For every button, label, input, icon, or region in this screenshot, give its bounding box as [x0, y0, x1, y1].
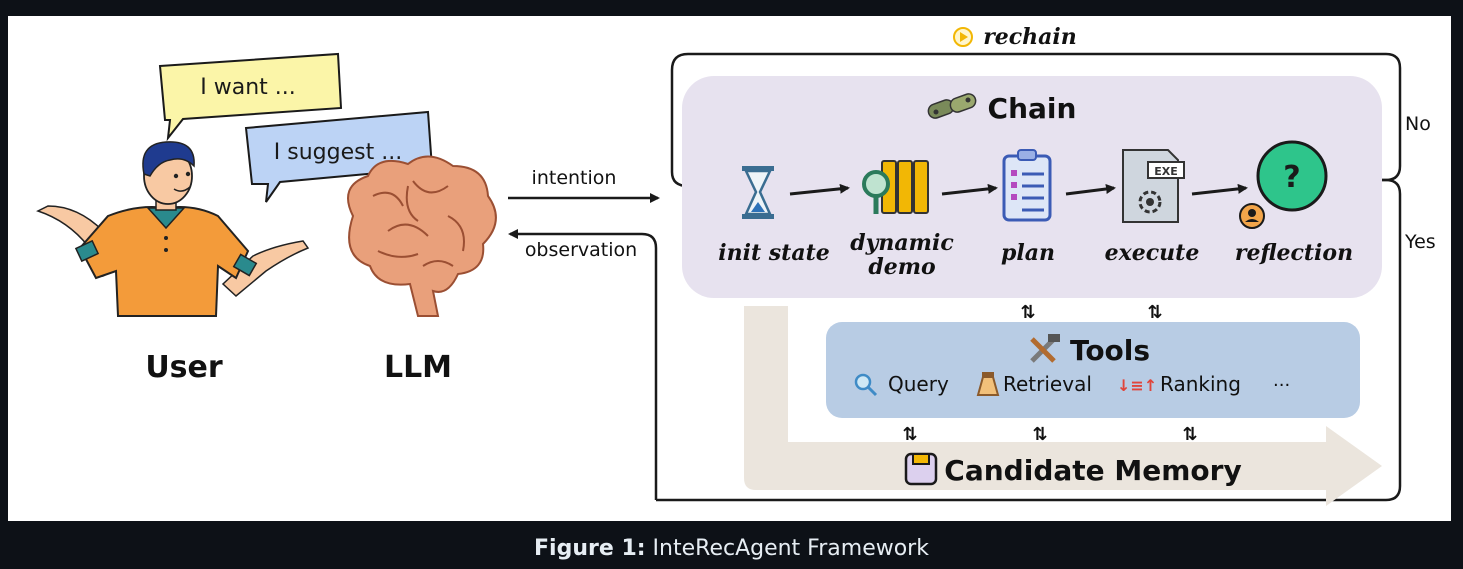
caption-text: InteRecAgent Framework — [652, 536, 929, 561]
question-bubble-icon: ? — [1239, 140, 1328, 229]
rechain-label: rechain — [983, 24, 1077, 50]
speech-bubble-llm: I suggest ... — [244, 110, 434, 203]
exe-gear-icon: EXE — [1122, 149, 1185, 223]
bidir-arrow-tools-memory-3: ⇅ — [1182, 424, 1197, 445]
chain-arrow-3 — [1065, 184, 1116, 196]
tool-query: Query — [888, 372, 949, 396]
wrench-hammer-icon — [1030, 334, 1060, 363]
rechain-marker — [953, 27, 973, 47]
bidir-arrow-tools-memory-2: ⇅ — [1032, 424, 1047, 445]
yes-path — [656, 178, 1402, 502]
intention-label: intention — [532, 167, 617, 189]
bidir-arrow-chain-tools-1: ⇅ — [1020, 302, 1035, 323]
step-label-dynamic: dynamic — [850, 230, 954, 256]
query-icon — [854, 373, 878, 397]
framework-diagram: I want ... I suggest ... User LLM intent… — [36, 24, 1436, 506]
user-label: User — [145, 350, 223, 385]
tool-retrieval: Retrieval — [1003, 372, 1092, 396]
bidir-arrow-chain-tools-2: ⇅ — [1147, 302, 1162, 323]
yes-label: Yes — [1404, 231, 1436, 253]
floppy-disk-icon — [904, 452, 938, 486]
svg-text:↓≡↑: ↓≡↑ — [1117, 376, 1157, 395]
step-label-demo: demo — [868, 254, 935, 280]
user-illustration — [36, 141, 310, 317]
tool-more: ··· — [1273, 375, 1290, 396]
chain-arrow-1 — [789, 183, 850, 196]
tools-title: Tools — [1070, 334, 1150, 367]
figure-caption: Figure 1: InteRecAgent Framework — [0, 536, 1463, 561]
step-label-init-state: init state — [718, 240, 830, 266]
clipboard-icon — [1002, 149, 1052, 222]
rechain-path — [670, 52, 1402, 191]
step-label-execute: execute — [1105, 240, 1200, 266]
flask-icon — [976, 372, 1000, 396]
brain-icon — [347, 155, 497, 317]
bidir-arrow-tools-memory-1: ⇅ — [902, 424, 917, 445]
ranking-icon: ↓≡↑ — [1117, 376, 1157, 395]
caption-prefix: Figure 1: — [534, 536, 646, 561]
speech-user-text: I want ... — [200, 75, 296, 100]
step-label-plan: plan — [1001, 240, 1055, 266]
memory-title: Candidate Memory — [944, 454, 1241, 487]
svg-text:?: ? — [1283, 160, 1300, 195]
svg-text:EXE: EXE — [1154, 165, 1178, 178]
chain-title: Chain — [988, 92, 1077, 125]
chain-arrow-4 — [1191, 183, 1248, 196]
speech-llm-text: I suggest ... — [274, 140, 402, 165]
hourglass-icon — [742, 166, 774, 219]
no-label: No — [1405, 113, 1431, 135]
observation-label: observation — [525, 239, 637, 261]
observation-arrow — [508, 229, 658, 500]
memory-arrow — [744, 306, 1382, 506]
chain-icon — [927, 93, 977, 119]
tool-ranking: Ranking — [1160, 372, 1241, 396]
speech-bubble-user: I want ... — [158, 52, 343, 142]
llm-label: LLM — [384, 350, 452, 385]
binders-magnifier-icon — [862, 160, 929, 214]
chain-arrow-2 — [941, 183, 998, 196]
framework-figure: I want ... I suggest ... User LLM intent… — [8, 16, 1451, 521]
step-label-reflection: reflection — [1235, 240, 1353, 266]
tools-panel — [826, 322, 1360, 418]
